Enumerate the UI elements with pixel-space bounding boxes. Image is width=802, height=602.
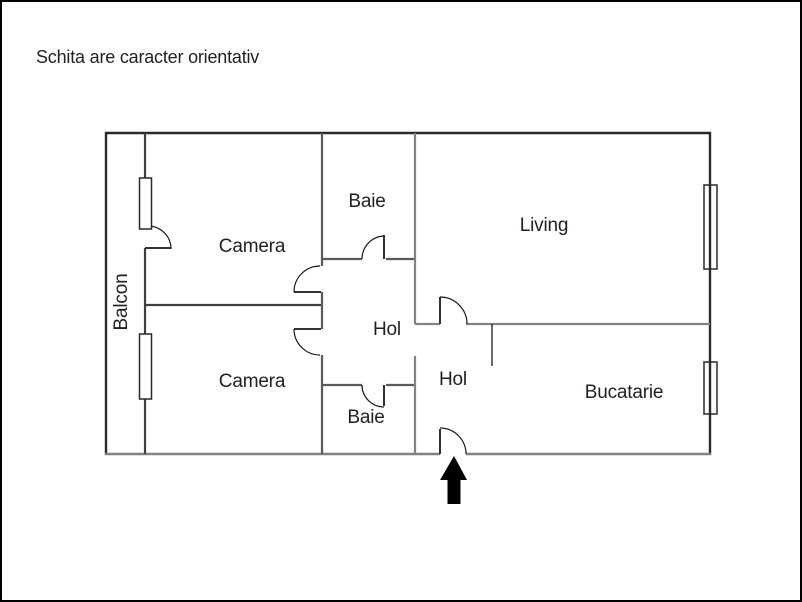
door-arc-entrance: [439, 427, 467, 455]
room-label-baie-bottom: Baie: [347, 407, 385, 428]
room-label-baie-top: Baie: [348, 191, 386, 212]
door-arc-baie-top: [361, 235, 385, 260]
room-label-camera-bottom: Camera: [218, 371, 286, 392]
door-arc-camera-top: [293, 265, 321, 293]
door-leaves: [145, 235, 441, 454]
room-label-balcon: Balcon: [111, 273, 132, 331]
window-bucatarie: [703, 361, 718, 415]
door-arc-camera-bottom: [293, 328, 321, 356]
room-label-hol-bottom: Hol: [439, 369, 467, 390]
door-arcs: [147, 225, 468, 455]
window-living: [703, 184, 718, 270]
interior-walls-dark: [143, 133, 322, 454]
room-label-camera-top: Camera: [218, 236, 286, 257]
page-title: Schita are caracter orientativ: [36, 47, 260, 67]
interior-walls-gray: [413, 133, 710, 454]
outer-walls: [104, 131, 712, 455]
interior-walls-medium: [320, 133, 416, 454]
door-arc-living: [439, 296, 468, 325]
window-camera-top: [138, 177, 153, 230]
room-label-bucatarie: Bucatarie: [584, 382, 664, 403]
windows: [138, 177, 718, 415]
room-label-living: Living: [519, 215, 569, 236]
window-camera-bottom: [138, 333, 153, 400]
entrance-arrow-icon: [440, 456, 467, 504]
door-arc-baie-bottom: [361, 384, 385, 408]
room-label-hol-top: Hol: [373, 319, 401, 340]
